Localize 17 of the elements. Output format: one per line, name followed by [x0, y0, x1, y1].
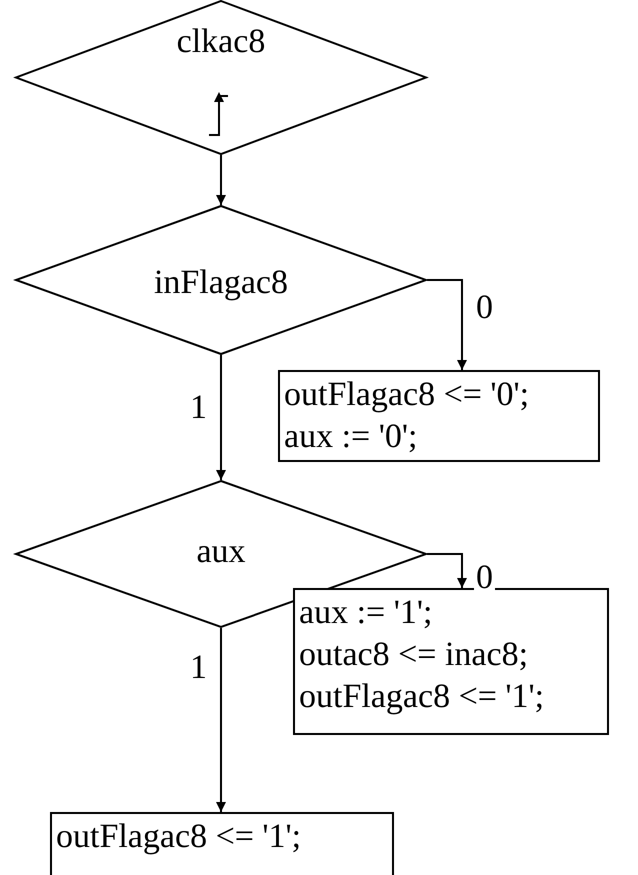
condition-text: aux [196, 533, 246, 570]
arrow [427, 279, 467, 370]
arrow [216, 355, 226, 480]
condition-text: clkac8 [176, 23, 266, 60]
statement-text: aux := '0'; [284, 418, 418, 455]
arrow [216, 628, 226, 812]
process-box [293, 588, 609, 735]
arrow [427, 553, 467, 588]
arrow [216, 155, 226, 205]
statement-text: outac8 <= inac8; [299, 636, 528, 673]
condition-text: inFlagac8 [154, 264, 288, 301]
statement-text: aux := '1'; [299, 594, 432, 631]
process-box [278, 370, 600, 462]
process-box [50, 812, 394, 875]
statement-text: outFlagac8 <= '1'; [299, 678, 544, 715]
statement-text: outFlagac8 <= '0'; [284, 376, 530, 413]
statement-text: outFlagac8 <= '1'; [56, 818, 302, 855]
